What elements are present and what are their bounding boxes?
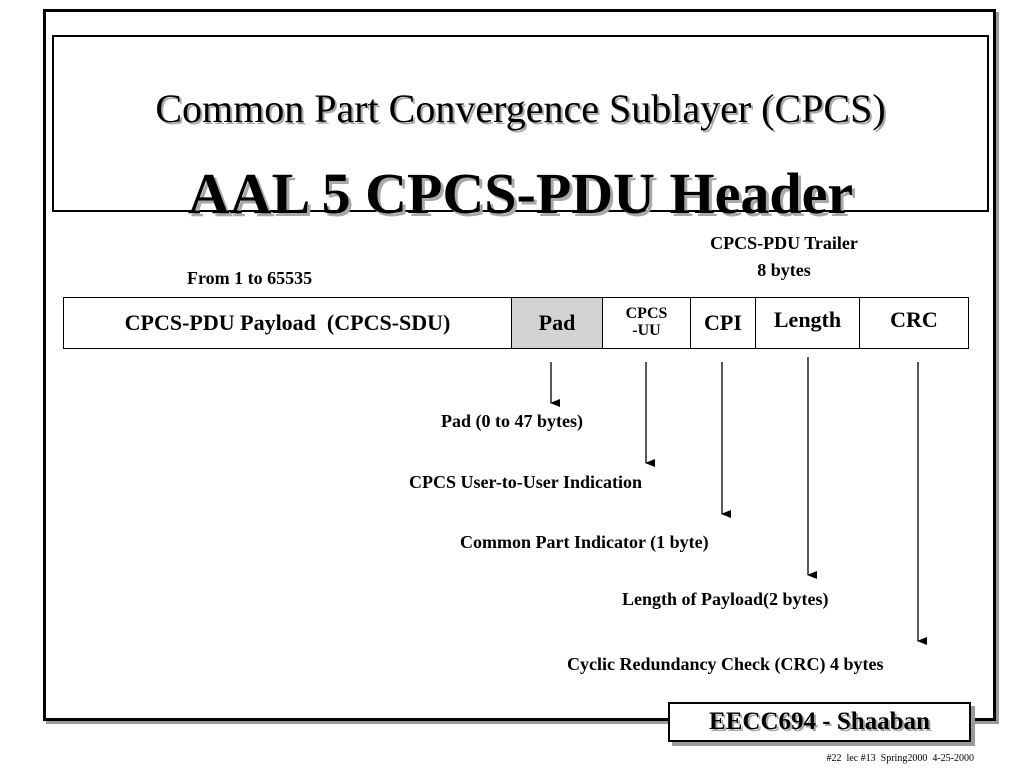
cpi-description: Common Part Indicator (1 byte) (460, 532, 709, 552)
payload-field-label: CPCS-PDU Payload (CPCS-SDU) (124, 310, 451, 336)
length-field-label: Length (773, 307, 842, 332)
trailer-size-label: 8 bytes (757, 260, 811, 280)
cpi-field: CPI (690, 297, 756, 349)
length-field: Length (755, 297, 860, 349)
pad-field: Pad (511, 297, 603, 349)
trailer-name-label: CPCS-PDU Trailer (710, 233, 858, 253)
pad-description: Pad (0 to 47 bytes) (441, 411, 583, 431)
pad-field-label: Pad (538, 310, 576, 336)
cpcs-uu-field: CPCS -UU (602, 297, 691, 349)
crc-field: CRC (859, 297, 969, 349)
crc-field-label: CRC (890, 307, 938, 332)
slide-subtitle: AAL 5 CPCS-PDU Header (187, 161, 854, 226)
payload-field: CPCS-PDU Payload (CPCS-SDU) (63, 297, 512, 349)
cpcs-uu-field-label-line2: -UU (632, 322, 661, 339)
cpi-field-label: CPI (704, 310, 742, 336)
course-footer-box: EECC694 - Shaaban (668, 702, 971, 742)
slide-frame (43, 9, 996, 721)
course-footer-label: EECC694 - Shaaban (709, 708, 930, 735)
length-description: Length of Payload(2 bytes) (622, 589, 829, 609)
payload-range-label: From 1 to 65535 (187, 268, 313, 288)
slide-title: Common Part Convergence Sublayer (CPCS) (155, 86, 886, 131)
cpcs-uu-description: CPCS User-to-User Indication (409, 472, 642, 492)
title-box: Common Part Convergence Sublayer (CPCS) … (52, 35, 989, 226)
crc-description: Cyclic Redundancy Check (CRC) 4 bytes (567, 654, 884, 674)
lecture-footnote: #22 lec #13 Spring2000 4-25-2000 (826, 753, 975, 764)
cpcs-uu-field-label-line1: CPCS (625, 305, 668, 323)
